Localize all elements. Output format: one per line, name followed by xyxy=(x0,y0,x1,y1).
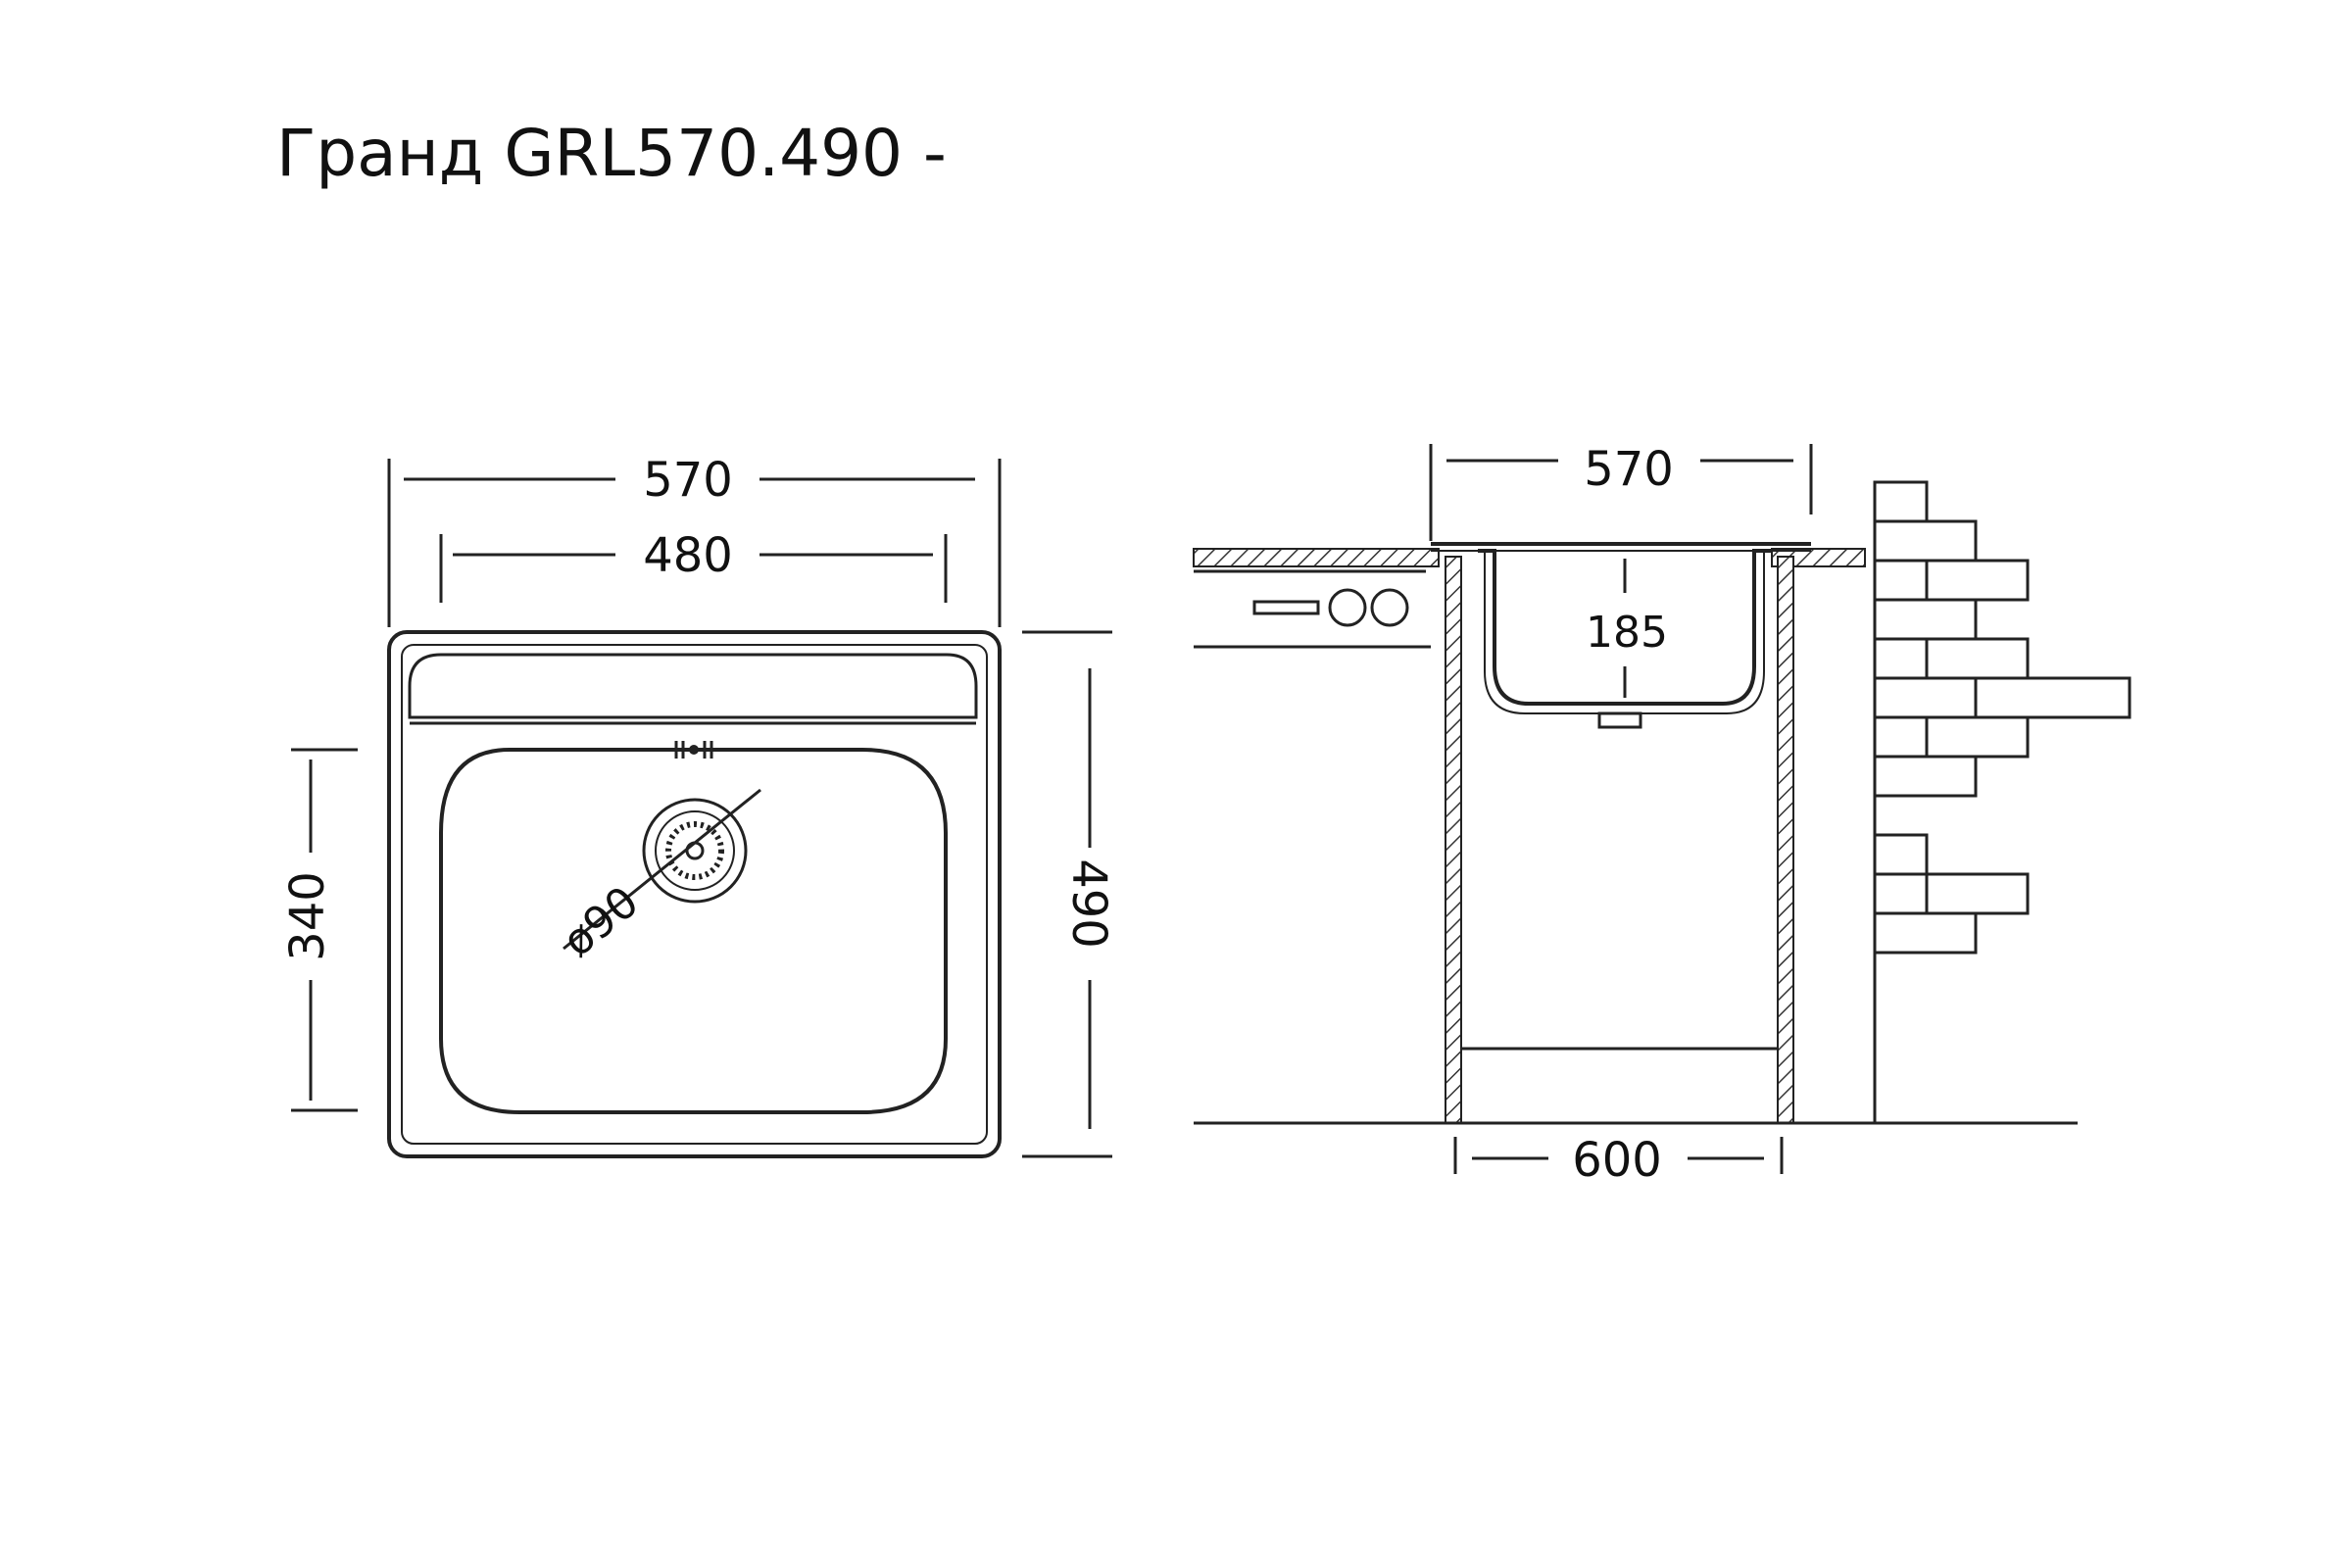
dim-bowl-depth: 185 xyxy=(1586,559,1668,698)
dim-width-outer: 570 xyxy=(387,453,1002,627)
top-view: ø90 570 480 340 xyxy=(280,453,1116,1158)
sink-rim-outline xyxy=(387,630,1002,1158)
sink-rim-inner-outline xyxy=(401,644,988,1145)
dim-height-bowl-label: 340 xyxy=(280,871,335,961)
knob-icon xyxy=(1328,588,1367,627)
dim-width-inner: 480 xyxy=(439,528,948,603)
dim-cabinet-width-label: 600 xyxy=(1572,1133,1662,1188)
dim-height-outer-label: 490 xyxy=(1061,858,1116,949)
bowl-outline xyxy=(439,748,948,1114)
dim-bowl-depth-label: 185 xyxy=(1586,608,1668,658)
dim-side-width-sink-label: 570 xyxy=(1584,442,1674,497)
countertop-left xyxy=(1193,548,1440,567)
cabinet-wall-left xyxy=(1445,556,1462,1124)
dim-height-outer: 490 xyxy=(1022,630,1116,1158)
brick-wall xyxy=(1873,480,2132,1123)
dim-width-outer-label: 570 xyxy=(643,453,733,508)
back-ledge xyxy=(408,653,978,719)
page-title: Гранд GRL570.490 - xyxy=(276,116,947,191)
knob-icon xyxy=(1370,588,1409,627)
side-view: 570 185 600 xyxy=(1193,442,2132,1188)
dim-width-inner-label: 480 xyxy=(643,528,733,583)
panel-handle xyxy=(1252,600,1320,615)
drain-leader-line xyxy=(563,788,761,951)
countertop-right xyxy=(1771,548,1866,567)
overflow-icon xyxy=(674,741,713,759)
dim-height-bowl: 340 xyxy=(280,748,358,1112)
cabinet-wall-right xyxy=(1777,556,1794,1124)
dim-cabinet-width: 600 xyxy=(1453,1133,1784,1188)
bowl-section xyxy=(1478,549,1772,706)
drain-fitting xyxy=(1597,711,1642,729)
dim-side-width-sink: 570 xyxy=(1429,442,1813,541)
